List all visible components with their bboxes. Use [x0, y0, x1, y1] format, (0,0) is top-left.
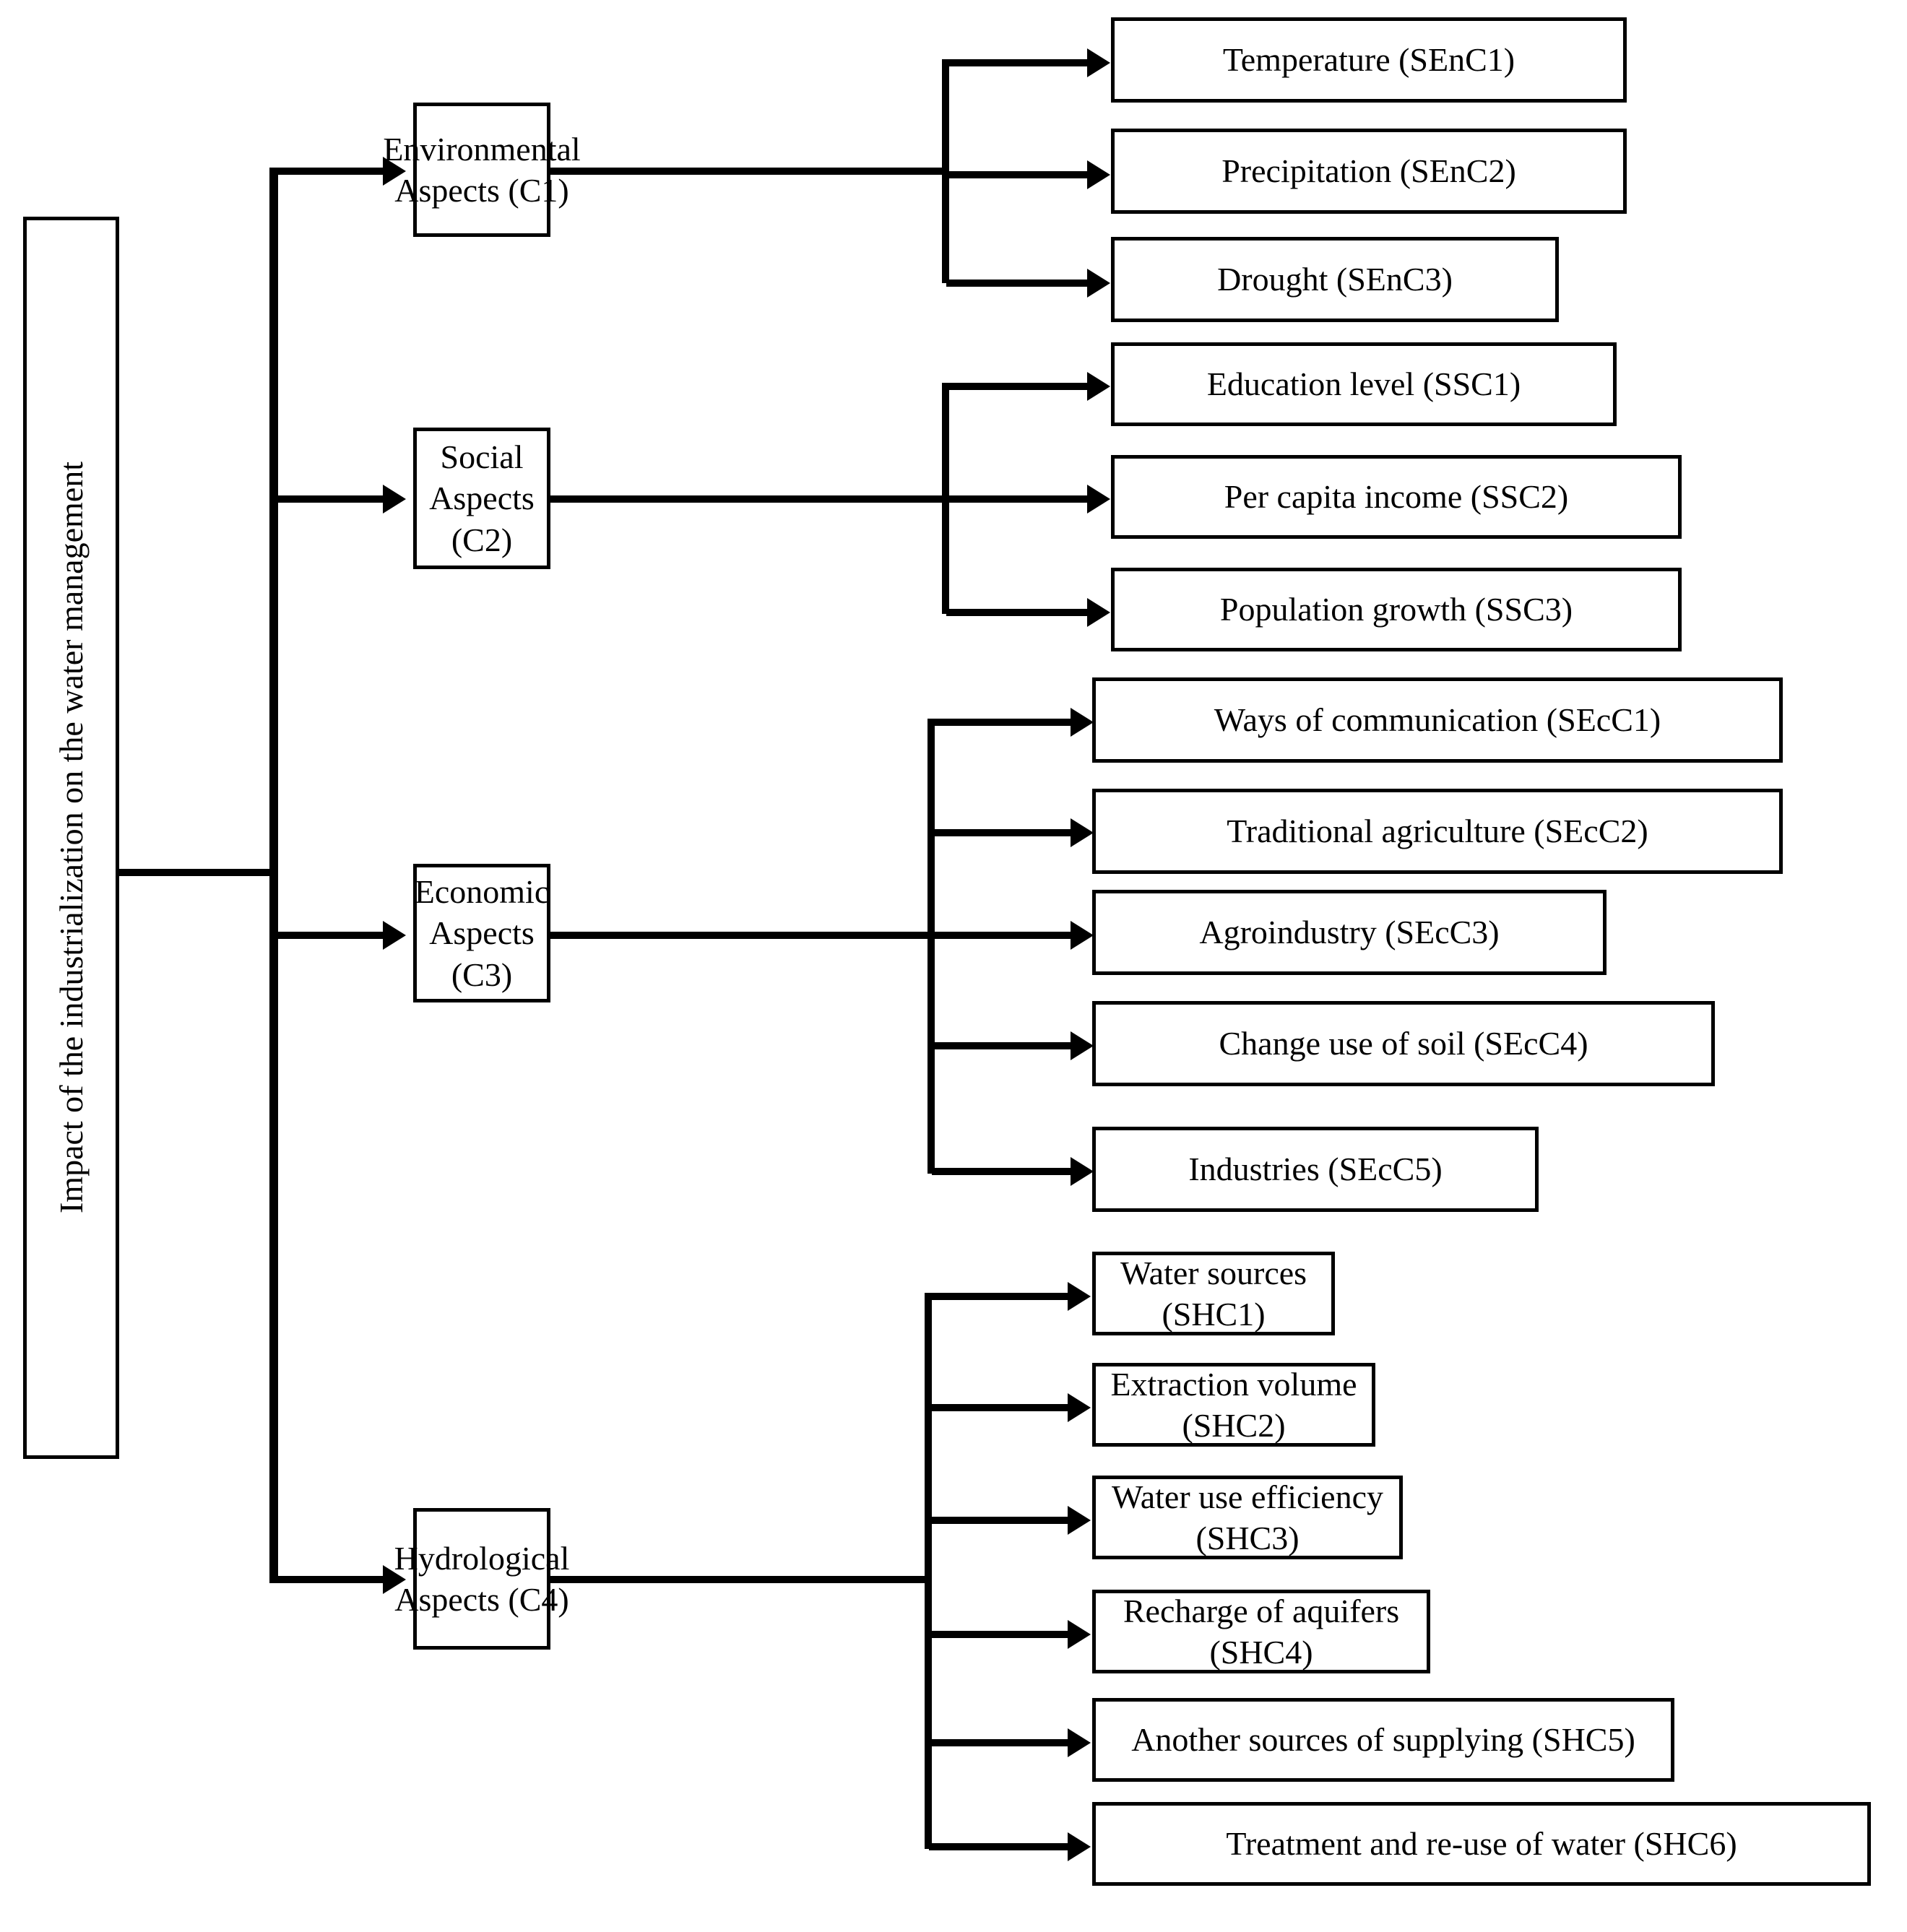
arrow-to-c4 [383, 1565, 406, 1594]
arrow-to-senc1 [1087, 48, 1110, 77]
arrow-to-senc3 [1087, 269, 1110, 298]
c4-stem [548, 1576, 929, 1583]
arrow-to-secc5 [1071, 1157, 1094, 1186]
arrow-to-shc6 [1068, 1832, 1091, 1861]
subcriterion-box-ssc1[interactable]: Education level (SSC1) [1111, 342, 1617, 426]
arrow-to-shc5 [1068, 1728, 1091, 1757]
c3-arm-secc2 [932, 829, 1073, 836]
c1-spine [942, 59, 949, 283]
subcriterion-box-ssc3[interactable]: Population growth (SSC3) [1111, 568, 1682, 651]
c3-stem [548, 932, 932, 939]
c2-spine [942, 383, 949, 614]
arrow-to-c1 [383, 157, 406, 186]
c4-spine [925, 1293, 932, 1849]
c1-arm-senc3 [946, 280, 1091, 287]
subcriterion-label-secc2: Traditional agriculture (SEcC2) [1227, 813, 1648, 850]
trunk-arm-c3 [274, 932, 386, 939]
subcriterion-label-senc3: Drought (SEnC3) [1217, 261, 1453, 298]
criterion-box-c1[interactable]: Environmental Aspects (C1) [383, 103, 581, 237]
arrow-to-secc1 [1071, 708, 1094, 737]
subcriterion-label-ssc1: Education level (SSC1) [1206, 365, 1521, 403]
subcriterion-label-secc1: Ways of communication (SEcC1) [1214, 701, 1661, 739]
main-trunk-line [269, 168, 278, 1583]
c3-arm-secc1 [932, 719, 1073, 726]
criterion-box-c4[interactable]: Hydrological Aspects (C4) [394, 1508, 569, 1650]
c4-arm-shc3 [929, 1517, 1070, 1524]
c4-arm-shc4 [929, 1631, 1070, 1638]
subcriterion-label-secc3: Agroindustry (SEcC3) [1199, 914, 1500, 951]
subcriterion-box-shc1[interactable]: Water sources (SHC1) [1092, 1252, 1335, 1335]
subcriterion-box-senc2[interactable]: Precipitation (SEnC2) [1111, 129, 1627, 214]
subcriterion-label-shc5: Another sources of supplying (SHC5) [1131, 1721, 1635, 1759]
criterion-box-c3[interactable]: Economic Aspects (C3) [413, 864, 550, 1002]
subcriterion-label-senc2: Precipitation (SEnC2) [1221, 152, 1516, 190]
subcriterion-box-shc5[interactable]: Another sources of supplying (SHC5) [1092, 1698, 1674, 1782]
criterion-label-c3: Economic Aspects (C3) [414, 872, 550, 993]
c4-arm-shc1 [929, 1293, 1070, 1300]
c2-arm-ssc3 [946, 609, 1091, 616]
arrow-to-shc4 [1068, 1620, 1091, 1649]
subcriterion-box-secc5[interactable]: Industries (SEcC5) [1092, 1127, 1539, 1212]
root-trunk-connector [118, 869, 277, 876]
arrow-to-ssc1 [1087, 372, 1110, 401]
trunk-arm-c4 [274, 1576, 386, 1583]
c3-spine [927, 719, 935, 1174]
subcriterion-box-secc2[interactable]: Traditional agriculture (SEcC2) [1092, 789, 1783, 874]
root-node[interactable]: Impact of the industrialization on the w… [23, 217, 119, 1459]
arrow-to-c2 [383, 485, 406, 514]
subcriterion-label-secc4: Change use of soil (SEcC4) [1219, 1025, 1588, 1062]
arrow-to-ssc2 [1087, 485, 1110, 514]
subcriterion-box-shc4[interactable]: Recharge of aquifers (SHC4) [1092, 1590, 1430, 1673]
c3-arm-secc3 [932, 932, 1073, 939]
subcriterion-box-senc1[interactable]: Temperature (SEnC1) [1111, 17, 1627, 103]
subcriterion-label-shc4: Recharge of aquifers (SHC4) [1123, 1592, 1400, 1671]
c4-arm-shc6 [929, 1843, 1070, 1850]
c3-arm-secc4 [932, 1042, 1073, 1049]
c2-stem [548, 495, 949, 503]
criterion-box-c2[interactable]: Social Aspects (C2) [413, 428, 550, 569]
arrow-to-secc2 [1071, 818, 1094, 847]
subcriterion-label-senc1: Temperature (SEnC1) [1222, 41, 1515, 79]
subcriterion-box-shc2[interactable]: Extraction volume (SHC2) [1092, 1363, 1375, 1447]
arrow-to-shc3 [1068, 1506, 1091, 1535]
criterion-label-c2: Social Aspects (C2) [429, 438, 535, 558]
arrow-to-senc2 [1087, 160, 1110, 189]
subcriterion-box-senc3[interactable]: Drought (SEnC3) [1111, 237, 1559, 322]
trunk-arm-c1 [274, 168, 386, 175]
subcriterion-label-shc3: Water use efficiency (SHC3) [1111, 1478, 1384, 1557]
c4-arm-shc2 [929, 1404, 1070, 1411]
c1-arm-senc1 [946, 59, 1091, 66]
subcriterion-box-ssc2[interactable]: Per capita income (SSC2) [1111, 455, 1682, 539]
trunk-arm-c2 [274, 495, 386, 503]
subcriterion-label-shc6: Treatment and re-use of water (SHC6) [1226, 1825, 1737, 1863]
c2-arm-ssc1 [946, 383, 1091, 390]
arrow-to-shc1 [1068, 1282, 1091, 1311]
subcriterion-label-shc1: Water sources (SHC1) [1120, 1254, 1307, 1333]
subcriterion-label-secc5: Industries (SEcC5) [1188, 1151, 1443, 1188]
arrow-to-ssc3 [1087, 598, 1110, 627]
c1-arm-senc2 [946, 171, 1091, 178]
arrow-to-shc2 [1068, 1393, 1091, 1422]
subcriterion-label-shc2: Extraction volume (SHC2) [1110, 1365, 1357, 1444]
subcriterion-box-secc1[interactable]: Ways of communication (SEcC1) [1092, 677, 1783, 763]
arrow-to-secc3 [1071, 921, 1094, 950]
subcriterion-box-shc6[interactable]: Treatment and re-use of water (SHC6) [1092, 1802, 1871, 1886]
subcriterion-box-shc3[interactable]: Water use efficiency (SHC3) [1092, 1476, 1403, 1559]
criterion-label-c4: Hydrological Aspects (C4) [394, 1539, 570, 1619]
c3-arm-secc5 [932, 1168, 1073, 1175]
c2-arm-ssc2 [946, 495, 1091, 503]
c4-arm-shc5 [929, 1739, 1070, 1746]
c1-stem [548, 168, 949, 175]
arrow-to-c3 [383, 921, 406, 950]
criterion-label-c1: Environmental Aspects (C1) [383, 130, 581, 209]
subcriterion-label-ssc2: Per capita income (SSC2) [1224, 478, 1569, 516]
subcriterion-box-secc4[interactable]: Change use of soil (SEcC4) [1092, 1001, 1715, 1086]
root-label: Impact of the industrialization on the w… [53, 462, 90, 1214]
subcriterion-box-secc3[interactable]: Agroindustry (SEcC3) [1092, 890, 1607, 975]
subcriterion-label-ssc3: Population growth (SSC3) [1219, 591, 1573, 628]
arrow-to-secc4 [1071, 1031, 1094, 1060]
